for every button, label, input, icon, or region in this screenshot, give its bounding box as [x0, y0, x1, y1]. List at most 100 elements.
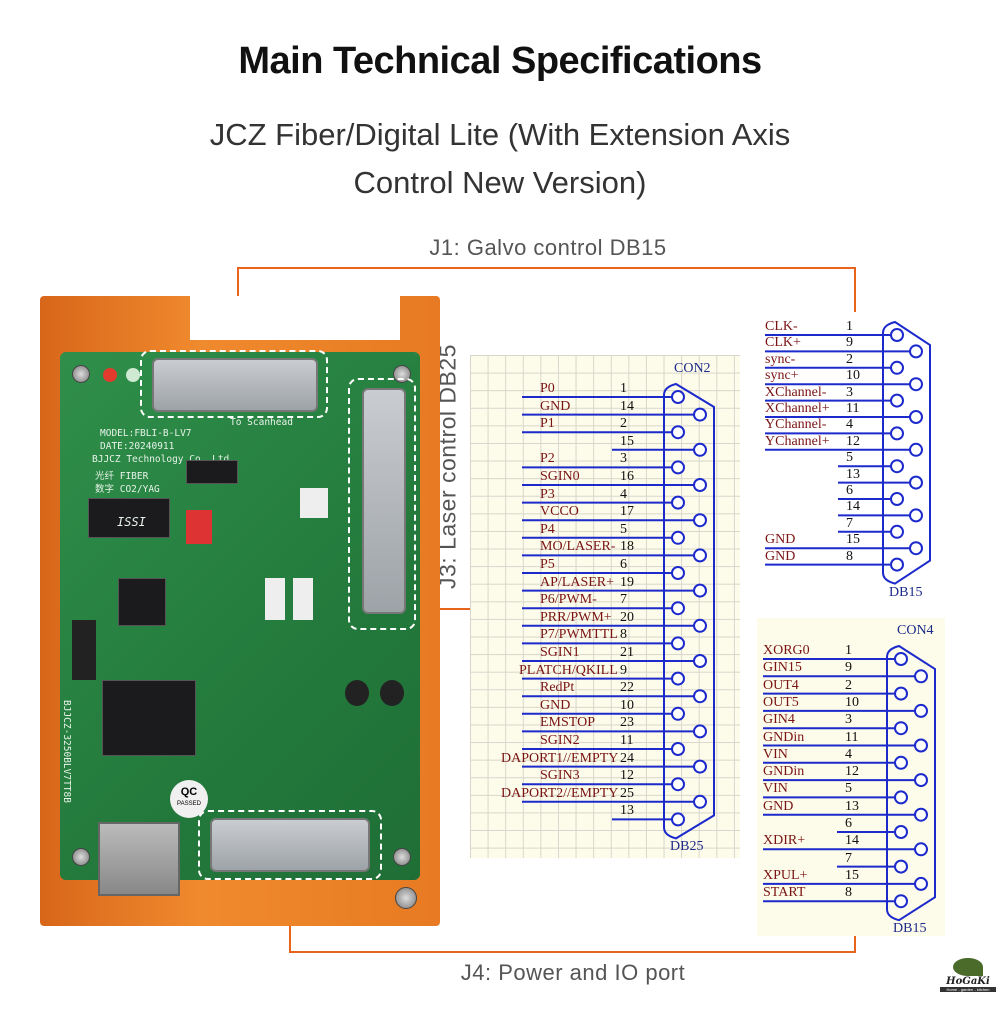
pin-contact: [671, 425, 685, 440]
pin-label: P2: [540, 451, 555, 467]
pin-label: EMSTOP: [540, 715, 595, 731]
pin-number: 19: [620, 574, 634, 590]
pin-label: SGIN0: [540, 469, 580, 484]
pin-contact: [894, 652, 908, 666]
pin-number: 9: [620, 662, 627, 678]
pin-label: DAPORT2//EMPTY: [501, 785, 619, 801]
pin-number: 3: [620, 451, 627, 467]
dip-switch: [186, 510, 212, 544]
pin-number: 2: [620, 416, 627, 432]
optocoupler: [265, 578, 285, 620]
pin-contact: [693, 794, 707, 809]
pin-label: P5: [540, 557, 555, 572]
red-led: [103, 368, 117, 382]
pin-number: 10: [846, 368, 860, 384]
pin-label: GND: [540, 697, 571, 713]
pin-number: 9: [846, 335, 853, 351]
pin-label: XDIR+: [763, 833, 806, 849]
j4-callout-label: J4: Power and IO port: [460, 960, 686, 985]
pin-contact: [693, 407, 707, 422]
pin-label: GND: [763, 798, 794, 814]
pin-label: sync+: [765, 368, 799, 384]
pin-contact: [894, 859, 908, 874]
enclosure-notch: [190, 296, 400, 340]
screw: [72, 848, 90, 866]
pin-contact: [909, 508, 923, 523]
pin-contact: [890, 360, 904, 375]
pin-contact: [894, 686, 908, 701]
pin-number: 13: [620, 803, 634, 819]
capacitor: [345, 680, 369, 706]
pin-contact: [693, 478, 707, 492]
pin-label: DAPORT1//EMPTY: [501, 750, 619, 766]
pin-contact: [693, 548, 707, 563]
passed-text: PASSED: [177, 801, 201, 807]
connector-type: DB25: [670, 839, 704, 855]
pin-number: 12: [846, 433, 860, 449]
pin-label: P6/PWM-: [540, 592, 597, 608]
pin-contact: [894, 894, 908, 909]
pin-contact: [671, 495, 685, 510]
logo-tagline: Home - garden - kitchen: [940, 987, 996, 992]
j4-db15-connector: [210, 818, 370, 872]
pin-contact: [671, 530, 685, 545]
connector-drawing: [522, 382, 715, 840]
fiber-label: 光纤 FIBER: [95, 471, 149, 482]
pin-number: 5: [846, 450, 853, 466]
mcu-chip: [102, 680, 196, 756]
usb-port: [98, 822, 180, 896]
memory-chip: ISSI: [88, 498, 170, 538]
pin-label: VCCO: [540, 504, 579, 520]
pin-label: XORG0: [763, 643, 810, 658]
j1-leader-line: [237, 267, 856, 269]
pin-number: 12: [845, 764, 859, 780]
pin-contact: [693, 724, 707, 739]
pin-contact: [890, 524, 904, 539]
pin-number: 22: [620, 680, 634, 696]
pin-label: GNDin: [763, 764, 805, 780]
pin-contact: [671, 460, 685, 475]
board-serial: BJJCZ-3250BLV7TT8B: [61, 700, 72, 803]
pin-number: 8: [620, 627, 627, 643]
j1-leader-line-right: [854, 267, 856, 319]
leaf-house-icon: [953, 958, 983, 976]
pin-contact: [890, 557, 904, 572]
pin-number: 10: [845, 694, 859, 710]
subtitle-line-1: JCZ Fiber/Digital Lite (With Extension A…: [209, 117, 791, 152]
board-maker: BJJCZ Technology Co,.Ltd: [92, 454, 230, 465]
pin-number: 1: [845, 643, 852, 658]
pin-label: PLATCH/QKILL: [519, 662, 618, 678]
board-model: MODEL:FBLI-B-LV7: [100, 428, 192, 439]
pin-contact: [914, 807, 928, 822]
pin-contact: [693, 618, 707, 633]
pin-label: XChannel+: [765, 401, 830, 416]
pin-label: VIN: [763, 781, 788, 797]
pin-label: CLK+: [765, 335, 801, 351]
pin-header: [72, 620, 96, 680]
qc-text: QC: [180, 786, 198, 798]
pin-label: P4: [540, 521, 555, 537]
pin-number: 4: [846, 417, 853, 433]
pin-number: 20: [620, 609, 634, 625]
connector-type: DB15: [889, 584, 923, 600]
pin-label: START: [763, 885, 806, 901]
pin-number: 9: [845, 660, 852, 676]
connector-type: DB15: [893, 921, 927, 937]
pin-number: 15: [845, 867, 859, 883]
pin-number: 15: [846, 532, 860, 548]
pin-label: YChannel+: [765, 433, 830, 449]
pin-number: 10: [620, 697, 634, 713]
capacitor: [380, 680, 404, 706]
pin-number: 7: [845, 850, 852, 866]
pin-number: 4: [845, 746, 852, 762]
connector-name: CON4: [897, 623, 934, 638]
pin-contact: [671, 777, 685, 792]
connector-name: CON2: [674, 361, 711, 376]
pin-label: PRR/PWM+: [540, 609, 612, 625]
pin-contact: [914, 738, 928, 753]
pin-number: 1: [620, 381, 627, 396]
pin-contact: [890, 459, 904, 474]
